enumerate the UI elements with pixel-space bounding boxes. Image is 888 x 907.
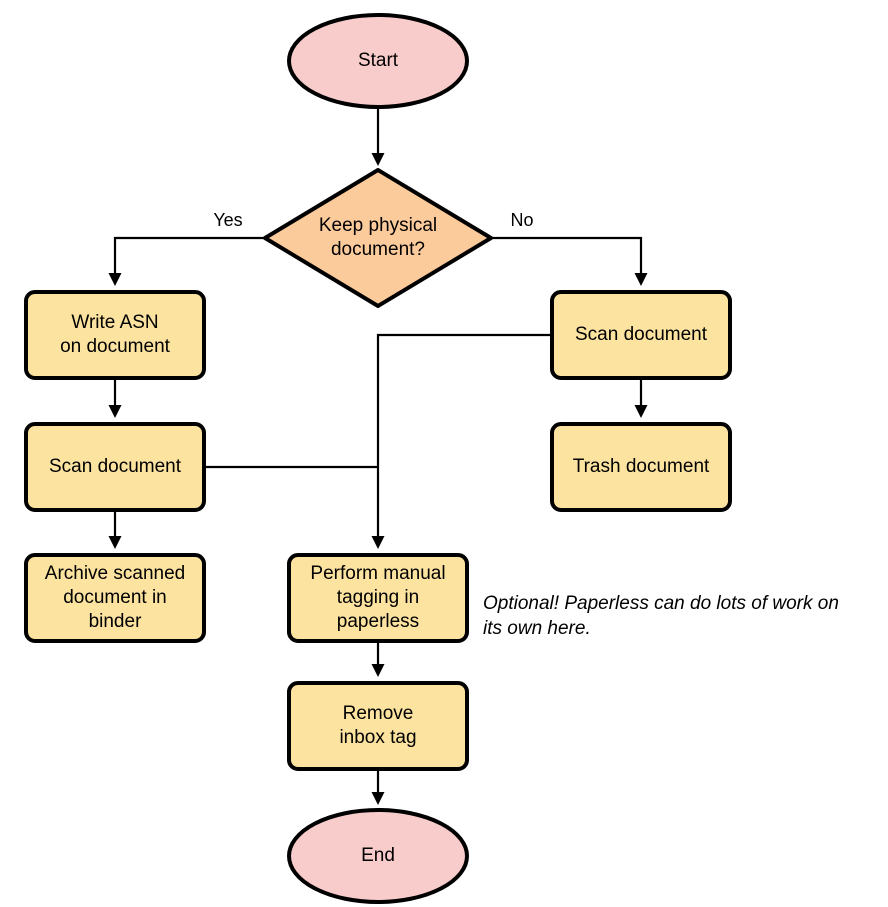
node-label: Scan document (49, 456, 182, 477)
process-shape (24, 422, 206, 512)
edge-label-yes-label: Yes (213, 210, 242, 230)
arrow-head-icon (108, 405, 122, 418)
process-shape (287, 681, 469, 771)
node-label: Trash document (573, 456, 710, 477)
node-start[interactable]: Start (287, 13, 469, 109)
arrow-head-icon (634, 273, 648, 286)
edge-start-to-decision (371, 107, 385, 166)
edge-decision-no-to-scan-right (491, 236, 648, 286)
process-shape (24, 553, 206, 643)
process-shape (24, 290, 206, 380)
edge-scan-left-to-archive (108, 510, 122, 549)
edge-label-no-label: No (510, 210, 533, 230)
arrow-head-icon (634, 405, 648, 418)
decision-shape (263, 168, 493, 308)
terminator-shape (287, 13, 469, 109)
node-label: Scan document (575, 324, 708, 345)
edge-label-layer: Yes No (213, 210, 533, 230)
edge-path (491, 236, 643, 273)
node-scan-left[interactable]: Scan document (24, 422, 206, 512)
arrow-head-icon (371, 536, 385, 549)
edge-scan-right-to-manual-tagging (371, 333, 552, 549)
edge-path (113, 236, 265, 273)
note-layer: Optional! Paperless can do lots of work … (483, 593, 839, 639)
edge-layer (108, 107, 648, 805)
edge-remove-inbox-to-end (371, 769, 385, 805)
terminator-shape (287, 808, 469, 904)
arrow-head-icon (371, 664, 385, 677)
node-end[interactable]: End (287, 808, 469, 904)
node-scan-right[interactable]: Scan document (550, 290, 732, 380)
arrow-head-icon (108, 536, 122, 549)
arrow-head-icon (371, 792, 385, 805)
edge-decision-yes-to-write-asn (108, 236, 265, 286)
edge-manual-tagging-to-remove-inbox (371, 641, 385, 677)
note-optional-note: Optional! Paperless can do lots of work … (483, 593, 839, 639)
node-label: End (361, 845, 395, 866)
node-trash[interactable]: Trash document (550, 422, 732, 512)
edge-write-asn-to-scan-left (108, 378, 122, 418)
process-shape (287, 553, 469, 643)
arrow-head-icon (108, 273, 122, 286)
edge-scan-right-to-trash (634, 378, 648, 418)
node-label: Start (358, 50, 399, 71)
process-shape (550, 422, 732, 512)
arrow-head-icon (371, 153, 385, 166)
edge-path (376, 333, 552, 536)
process-shape (550, 290, 732, 380)
